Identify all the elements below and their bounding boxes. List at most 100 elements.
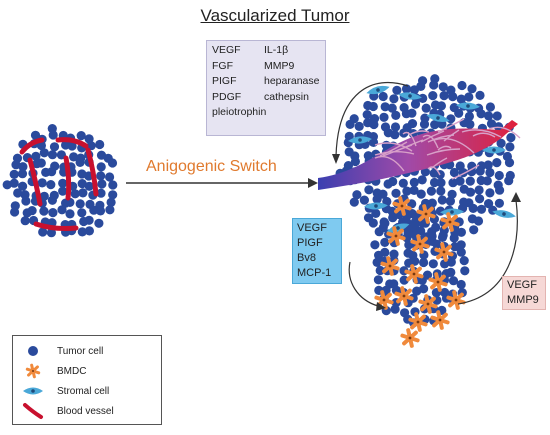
blood-vessel [33,221,79,231]
tumor-cell [2,180,12,190]
tumor-cell [390,130,400,140]
stromal-cell [456,102,480,110]
legend-label: Tumor cell [57,345,104,357]
tumor-cell [473,216,484,226]
bmdc-cell [394,286,414,306]
capillary [402,131,417,147]
tumor-cell [445,196,455,206]
right-curve-arrowhead [511,192,521,202]
tumor-cell [21,196,31,206]
factor-label: PDGF [212,90,242,103]
tumor-cell [492,111,502,121]
bmdc-cell [408,312,428,332]
tumor-cell [18,181,28,191]
tumor-cell [13,188,23,198]
tumor-cell [69,152,79,162]
tumor-cell [388,176,398,187]
tumor-cell [84,181,94,191]
factor-label: FGF [212,59,233,72]
blood-vessel-icon [23,403,43,419]
factor-label: MMP9 [507,294,539,306]
tumor-cell [407,119,418,129]
factor-label: VEGF [297,222,327,234]
tumor-cell [39,191,49,201]
tumor-cell [380,237,390,247]
factor-label: VEGF [507,279,537,291]
tumor-cell [407,108,417,118]
bmdc-cell [404,264,424,284]
tumor-cell [418,93,428,103]
tumor-cell [429,177,440,188]
tumor-cell [419,257,429,268]
bmdc-cell [386,226,406,246]
tumor-cell [382,196,392,207]
capillary [443,129,460,142]
tumor-cell [96,171,106,181]
stromal-cell [364,202,388,210]
tumor-cell [410,219,420,229]
capillary [374,155,405,172]
tumor-cell [464,111,474,121]
tumor-cell [368,101,378,112]
capillary [437,118,465,133]
bmdc-factors-box: VEGF PIGF Bv8 MCP-1 [292,218,342,284]
tumor-cell [378,91,388,102]
tumor-cell [30,130,41,140]
legend-label: BMDC [57,365,87,377]
bmdc-cell [446,290,466,310]
capillary [433,137,475,154]
factor-label: PIGF [212,75,237,87]
tumor-cell [27,206,37,216]
tumor-cell [47,195,58,205]
tumor-cell [460,266,470,276]
tumor-cell [448,92,458,102]
capillary [422,134,439,149]
tumor-cell [105,172,115,182]
legend-item-tumor-cell: Tumor cell [21,342,103,360]
tumor-cell [31,151,41,161]
tumor-cell [431,222,441,232]
tumor-cell [373,275,383,285]
tumor-cell [76,131,86,141]
capillary [426,148,461,156]
tumor-cell [48,208,58,218]
tumor-cell [374,227,384,237]
right-curve-arrow [457,199,518,305]
tumor-cell [429,80,439,90]
tumor-cell [107,158,118,168]
tumor-cell [57,205,67,215]
bmdc-cluster [374,196,466,348]
bmdc-icon [25,363,41,379]
tumor-cell [417,275,427,285]
tumor-cell [39,148,49,158]
avascular-tumor [2,124,118,238]
tumor-cell [439,91,449,101]
factor-label: heparanase [264,75,320,87]
blood-vessel [63,155,72,201]
tumor-cell [446,267,456,277]
tumor-cell [359,195,369,205]
capillary [420,130,445,143]
tumor-cell [436,186,446,196]
tumor-cell [364,185,374,195]
tumor-cell [97,179,107,189]
factor-label: PIGF [297,237,323,249]
left-curve-arrow [348,261,379,307]
tumor-cell [416,189,426,199]
angiogenic-switch-label: Anigogenic Switch [146,158,277,175]
capillary [427,166,441,176]
legend-item-stromal-cell: Stromal cell [21,382,109,400]
stromal-cell [482,146,506,154]
tumor-cell [492,158,502,168]
left-curve-arrowhead [376,302,386,311]
stromal-cells [348,85,516,233]
switch-arrow [126,178,318,188]
tumor-cell [449,167,459,178]
bmdc-cell [380,256,400,276]
tumor-cell-icon [28,346,38,356]
tumor-cell [456,94,466,104]
tumor-cell [505,142,515,152]
tumor-cell [456,240,466,250]
tumor-cell [401,84,412,94]
tumor-cell [495,185,505,195]
